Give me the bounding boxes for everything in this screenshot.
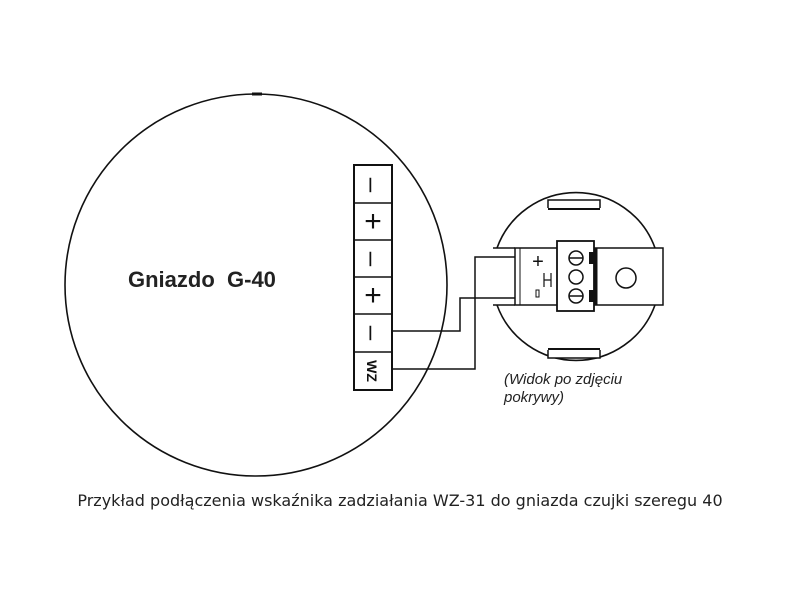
plus-mark: + [532, 251, 544, 273]
h-mark [543, 273, 552, 287]
terminal-block: – + – + – WZ [353, 164, 393, 391]
led-center [568, 269, 584, 285]
wire-wz [392, 256, 516, 370]
view-note-line2: pokrywy) [503, 389, 564, 406]
indicator-wz31: + [493, 191, 664, 362]
terminal-4: + [364, 279, 382, 312]
terminal-1: – [358, 178, 388, 193]
mounting-hole [615, 267, 637, 289]
terminal-5: – [358, 326, 388, 341]
caption: Przykład podłączenia wskaźnika zadziałan… [77, 491, 723, 510]
terminal-wz: WZ [364, 360, 380, 382]
terminal-connector [556, 240, 595, 312]
socket-label: Gniazdo G-40 [128, 267, 276, 292]
terminal-3: – [358, 252, 388, 267]
wire-minus [392, 297, 516, 332]
terminal-2: + [364, 205, 382, 238]
view-note-line1: (Widok po zdjęciu [504, 371, 623, 388]
